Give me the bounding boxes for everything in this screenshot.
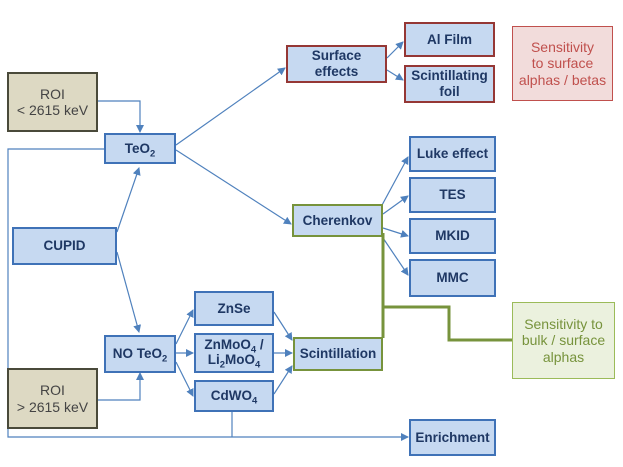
arrow-noteo2-to-znse	[175, 309, 194, 345]
surface-sensitivity-callout: Sensitivity to surface alphas / betas	[512, 26, 613, 101]
mkid-node: MKID	[409, 218, 496, 254]
arrow-cdwo4-to-scint	[273, 365, 293, 395]
moo-subscript: 4	[255, 359, 261, 371]
roi-low-box: ROI < 2615 keV	[7, 72, 98, 132]
teo2-subscript: 2	[150, 148, 156, 160]
znmoo4-node: ZnMoO4 / Li2MoO4	[194, 333, 274, 373]
znmoo4-text: ZnMoO	[204, 337, 251, 353]
arrow-cherenkov-to-mmc	[380, 234, 409, 276]
arrow-cherenkov-to-luke	[380, 156, 409, 208]
arrow-teo2-to-cherenkov	[175, 149, 292, 225]
arrow-surface-to-foil	[386, 69, 404, 81]
no-teo2-text: NO TeO	[112, 346, 162, 362]
arrow-roi-low-to-teo2	[98, 100, 144, 133]
znmoo4-line1: ZnMoO4 /	[204, 337, 264, 356]
znmoo4-subscript: 4	[250, 344, 257, 356]
teo2-text: TeO	[124, 140, 150, 156]
cdwo4-node: CdWO4	[194, 380, 274, 412]
arrow-surface-to-alfilm	[386, 41, 404, 59]
arrow-cherenkov-to-tes	[382, 195, 409, 215]
no-teo2-subscript: 2	[162, 353, 168, 365]
cherenkov-node: Cherenkov	[292, 204, 383, 237]
cupid-node: CUPID	[12, 227, 117, 265]
surface-effects-node: Surface effects	[286, 45, 387, 83]
scintillating-foil-node: Scintillating foil	[404, 65, 495, 103]
moo-text: MoO	[225, 352, 255, 367]
bulk-sensitivity-callout: Sensitivity to bulk / surface alphas	[512, 302, 615, 379]
znmoo4-slash: /	[256, 337, 264, 353]
arrow-cherenkov-to-mkid	[382, 227, 409, 238]
mmc-node: MMC	[409, 259, 496, 297]
roi-high-box: ROI > 2615 keV	[7, 368, 98, 429]
arrow-noteo2-to-cdwo4	[175, 361, 194, 397]
cdwo4-text: CdWO	[210, 388, 252, 404]
scintillation-node: Scintillation	[293, 337, 383, 371]
arrow-cupid-to-no-teo2	[116, 251, 142, 333]
no-teo2-node: NO TeO2	[104, 335, 176, 373]
arrow-roi-high-to-no-teo2	[98, 372, 144, 401]
arrow-teo2-to-surface	[175, 67, 286, 146]
cdwo4-subscript: 4	[252, 395, 258, 407]
arrow-to-enrichment	[7, 148, 409, 441]
teo2-node: TeO2	[104, 133, 176, 164]
green-connector-cherenkov	[381, 233, 512, 342]
znse-node: ZnSe	[194, 291, 274, 326]
luke-effect-node: Luke effect	[409, 136, 496, 172]
tes-node: TES	[409, 177, 496, 213]
arrow-cupid-to-teo2	[116, 167, 141, 233]
li-subscript: 2	[219, 359, 225, 371]
li2moo4-line2: Li2MoO4	[207, 352, 261, 371]
arrow-znse-to-scint	[273, 311, 293, 341]
li-text: Li	[207, 352, 220, 367]
enrichment-node: Enrichment	[409, 419, 496, 456]
al-film-node: Al Film	[404, 22, 495, 57]
